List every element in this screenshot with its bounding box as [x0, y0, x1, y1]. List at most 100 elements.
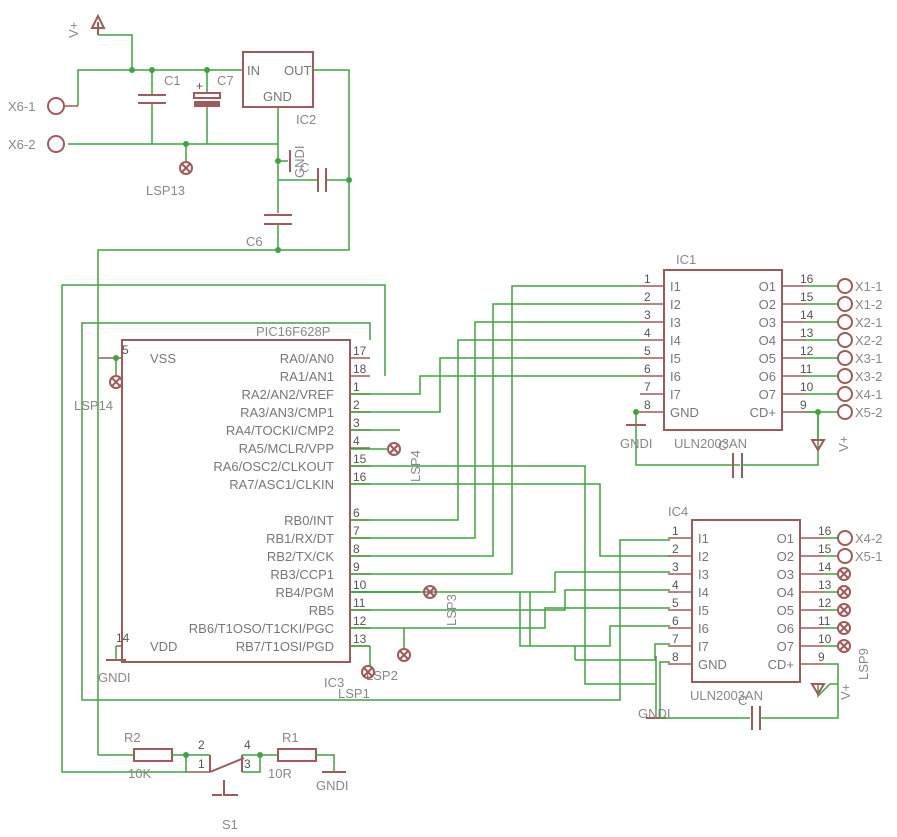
output-connector [837, 332, 853, 348]
ic4-testpoint [837, 603, 851, 617]
svg-text:+: + [196, 79, 203, 93]
r2-value: 10K [128, 766, 151, 781]
vplus-top-symbol: V+ [66, 13, 106, 38]
pic-pin-name: RB2/TX/CK [267, 549, 335, 564]
ic4-output-num: 15 [818, 542, 832, 556]
c4-label: C [738, 693, 747, 708]
lsp1-label: LSP1 [338, 686, 370, 701]
testpoint-lsp14: LSP14 [74, 358, 123, 413]
ic1-output-num: 11 [800, 362, 813, 376]
regulator-ic2: IN OUT GND IC2 [242, 51, 316, 127]
c7-label: C7 [217, 73, 234, 88]
ic1-vplus-label: V+ [836, 436, 851, 452]
ic4-output-name: CD+ [768, 657, 794, 672]
pic-title: PIC16F628P [256, 324, 330, 339]
ic4-input-name: I7 [698, 639, 709, 654]
ic4-output-num: 9 [818, 650, 825, 664]
output-connector [837, 278, 853, 294]
ic2-label: IC2 [296, 112, 316, 127]
ic4-testpoint-cross [839, 641, 849, 651]
output-connector-label: X5-1 [855, 549, 882, 564]
connector-x6-1: X6-1 [8, 97, 78, 115]
ic4-label: IC4 [668, 504, 688, 519]
ic4-input-num: 2 [672, 542, 679, 556]
ic4-output-name: O7 [777, 639, 794, 654]
pic-pin-name: RA4/TOCKI/CMP2 [226, 423, 334, 438]
ic1-input-num: 4 [644, 326, 651, 340]
ic1-part-label: ULN2003AN [674, 436, 747, 451]
output-connector [837, 386, 853, 402]
ic4-testpoint [837, 567, 851, 581]
ic1-output-name: O4 [759, 333, 776, 348]
ic4-output-name: O6 [777, 621, 794, 636]
testpoint-lsp13: LSP13 [146, 144, 193, 198]
output-connector [837, 548, 853, 564]
output-connector-label: X4-2 [855, 531, 882, 546]
ic1-input-name: I1 [670, 279, 681, 294]
capacitor-c7: + C7 [193, 70, 234, 144]
s1-label: S1 [222, 817, 238, 832]
ic4-input-num: 7 [672, 632, 679, 646]
ic1-input-num: 1 [644, 272, 651, 286]
r2-label: R2 [124, 730, 141, 745]
pic-pin-number: 16 [353, 470, 367, 484]
ic4-testpoint [837, 585, 851, 599]
ic4-output-name: O5 [777, 603, 794, 618]
r1-value: 10R [268, 766, 292, 781]
ic1-input-name: I7 [670, 387, 681, 402]
ic1-output-num: 10 [800, 380, 814, 394]
pic-pin-name: RB6/T1OSO/T1CKI/PGC [189, 621, 334, 636]
pic-pin-name: RB5 [309, 603, 334, 618]
output-connector [837, 404, 853, 420]
pic-pin-number: 15 [353, 452, 367, 466]
vdd-pin-num: 14 [116, 631, 130, 645]
s1-pin1: 1 [198, 757, 205, 771]
pic-pin-number: 17 [353, 344, 367, 358]
ic4-input-name: I1 [698, 531, 709, 546]
power-supply-section: V+ X6-1 X6-2 C1 [8, 13, 352, 755]
ic1-output-num: 16 [800, 272, 814, 286]
pic-pin-name: RA5/MCLR/VPP [239, 441, 334, 456]
ic4-part-label: ULN2003AN [690, 688, 763, 703]
pic-pin-number: 1 [353, 380, 360, 394]
reset-section: R2 10K 2 1 4 3 S1 R1 10R GNDI [98, 730, 349, 832]
ic4-input-name: I6 [698, 621, 709, 636]
pic-pin-number: 12 [353, 614, 367, 628]
pic-pin-name: RA2/AN2/VREF [242, 387, 335, 402]
testpoint-lsp4: LSP4 [350, 442, 423, 482]
r1-label: R1 [282, 730, 299, 745]
ic1-output-name: O3 [759, 315, 776, 330]
output-connector [837, 350, 853, 366]
capacitor-c2: C [278, 160, 352, 192]
ic1-output-name: O1 [759, 279, 776, 294]
ic1-input-name: I4 [670, 333, 681, 348]
ic1-input-num: 3 [644, 308, 651, 322]
ic4-power: GNDI C V+ [638, 661, 853, 730]
lsp14-label: LSP14 [74, 398, 113, 413]
ic4-testpoint [837, 621, 851, 635]
ic2-gnd-label: GND [263, 89, 292, 104]
ic1-input-name: I3 [670, 315, 681, 330]
ic4-testpoint [837, 639, 851, 653]
ic4-input-num: 5 [672, 596, 679, 610]
ic4-output-name: O4 [777, 585, 794, 600]
capacitor-c6: C6 [246, 214, 292, 253]
vdd-label: VDD [150, 639, 177, 654]
testpoint-lsp3: LSP3 [423, 585, 459, 626]
ic4-output-num: 12 [818, 596, 832, 610]
pic-pin-number: 10 [353, 578, 367, 592]
ic4-testpoint-cross [839, 569, 849, 579]
lsp-ic4-label: LSP9 [856, 648, 871, 680]
ic4-output-num: 13 [818, 578, 832, 592]
c6-label: C6 [246, 234, 263, 249]
vss-label: VSS [150, 351, 176, 366]
ic1-input-num: 6 [644, 362, 651, 376]
ic4-testpoint-cross [839, 605, 849, 615]
output-connector [837, 296, 853, 312]
pic-pin-name: RA0/AN0 [280, 351, 334, 366]
gnd-symbol-vdd: GNDI [98, 646, 131, 685]
pic-pin-number: 9 [353, 560, 360, 574]
ic4-input-name: I2 [698, 549, 709, 564]
